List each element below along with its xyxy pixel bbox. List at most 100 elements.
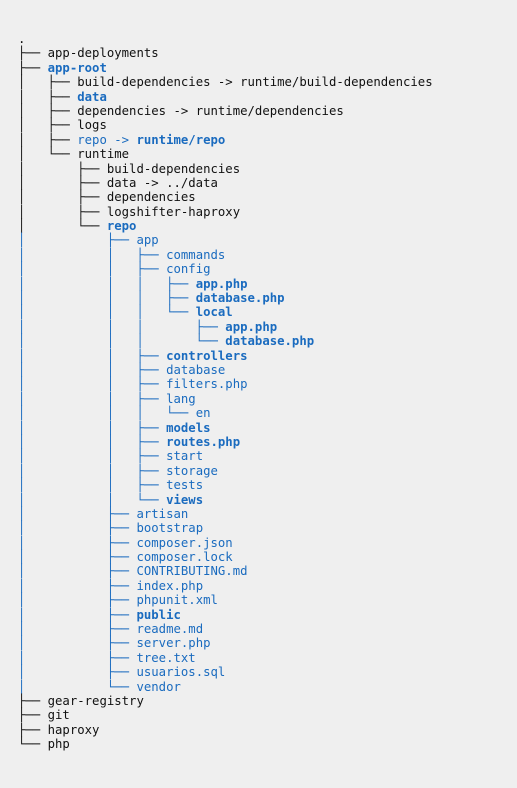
tree-branch-guide: │ │ ├── [18,449,167,464]
tree-entry[interactable]: │ │ │ └── en [18,406,517,420]
tree-entry[interactable]: │ │ │ └── local [18,305,517,319]
tree-entry[interactable]: │ ├── logshifter-haproxy [18,205,517,219]
tree-branch-guide: │ ├── [18,175,107,190]
tree-entry[interactable]: │ │ ├── config [18,262,517,276]
tree-entry[interactable]: │ │ │ ├── app.php [18,277,517,291]
entry-name: usuarios.sql [136,665,226,680]
tree-branch-guide: │ │ ├── [18,463,167,478]
entry-name: git [47,708,70,723]
entry-name: public [136,607,181,622]
tree-entry[interactable]: ├── git [18,708,517,722]
tree-entry[interactable]: │ ├── dependencies [18,190,517,204]
tree-branch-guide: │ ├── [18,132,78,147]
tree-entry[interactable]: │ │ │ ├── app.php [18,320,517,334]
tree-entry[interactable]: │ ├── app [18,233,517,247]
tree-entry[interactable]: │ ├── dependencies -> runtime/dependenci… [18,104,517,118]
entry-name: phpunit.xml [136,593,218,608]
tree-entry[interactable]: │ │ ├── tests [18,478,517,492]
tree-entry[interactable]: ├── gear-registry [18,694,517,708]
tree-entry[interactable]: │ │ ├── start [18,449,517,463]
tree-entry[interactable]: │ ├── bootstrap [18,521,517,535]
tree-entry[interactable]: │ └── vendor [18,680,517,694]
entry-name: views [166,492,204,507]
entry-name: gear-registry [47,693,144,708]
tree-branch-guide: │ ├── [18,506,137,521]
entry-name: routes.php [166,434,241,449]
entry-name: storage [166,463,218,478]
entry-name: CONTRIBUTING.md [136,564,248,579]
entry-name: start [166,449,204,464]
entry-name: dependencies -> runtime/dependencies [77,103,344,118]
tree-branch-guide: │ ├── [18,75,78,90]
tree-entries: ├── app-deployments├── app-root│ ├── bui… [18,46,517,751]
symlink-target: runtime/repo [136,132,226,147]
tree-entry[interactable]: │ └── runtime [18,147,517,161]
tree-branch-guide: │ ├── [18,650,137,665]
tree-branch-guide: │ ├── [18,89,78,104]
tree-entry[interactable]: │ ├── readme.md [18,622,517,636]
entry-name: composer.json [136,535,233,550]
tree-branch-guide: │ ├── [18,636,137,651]
tree-entry[interactable]: │ │ ├── commands [18,248,517,262]
tree-entry[interactable]: │ │ ├── filters.php [18,377,517,391]
tree-entry[interactable]: │ ├── build-dependencies [18,162,517,176]
entry-name: vendor [136,679,181,694]
tree-entry[interactable]: │ ├── logs [18,118,517,132]
tree-entry[interactable]: │ │ └── views [18,493,517,507]
tree-entry[interactable]: │ │ │ ├── database.php [18,291,517,305]
tree-entry[interactable]: │ ├── build-dependencies -> runtime/buil… [18,75,517,89]
entry-name: server.php [136,636,211,651]
tree-branch-guide: │ │ ├── [18,420,167,435]
tree-entry[interactable]: │ ├── CONTRIBUTING.md [18,564,517,578]
tree-entry[interactable]: │ ├── artisan [18,507,517,521]
entry-name: database.php [195,291,285,306]
entry-name: database.php [225,334,315,349]
tree-entry[interactable]: │ ├── repo -> runtime/repo [18,133,517,147]
tree-branch-guide: │ │ ├── [18,348,167,363]
tree-branch-guide: │ │ ├── [18,362,167,377]
tree-branch-guide: │ │ ├── [18,377,167,392]
entry-name: app.php [225,319,278,334]
tree-entry[interactable]: │ ├── data -> ../data [18,176,517,190]
tree-branch-guide: │ │ │ └── [18,406,196,421]
entry-name: commands [166,247,226,262]
tree-entry[interactable]: ├── app-deployments [18,46,517,60]
tree-entry[interactable]: │ ├── tree.txt [18,651,517,665]
entry-name: models [166,420,211,435]
tree-entry[interactable]: │ │ ├── lang [18,392,517,406]
tree-entry[interactable]: │ ├── composer.json [18,536,517,550]
tree-entry[interactable]: ├── app-root [18,61,517,75]
tree-branch-guide: │ ├── [18,190,107,205]
tree-branch-guide: │ ├── [18,593,137,608]
tree-entry[interactable]: │ ├── usuarios.sql [18,665,517,679]
entry-name: controllers [166,348,248,363]
tree-branch-guide: │ ├── [18,622,137,637]
tree-branch-guide: │ └── [18,679,137,694]
tree-entry[interactable]: │ │ │ └── database.php [18,334,517,348]
tree-branch-guide: │ ├── [18,578,137,593]
entry-name: dependencies [106,190,196,205]
tree-entry[interactable]: ├── haproxy [18,723,517,737]
tree-entry[interactable]: │ └── repo [18,219,517,233]
entry-name: config [166,262,211,277]
tree-entry[interactable]: │ ├── phpunit.xml [18,593,517,607]
tree-branch-guide: │ │ │ ├── [18,276,196,291]
tree-entry[interactable]: │ │ ├── storage [18,464,517,478]
tree-branch-guide: │ ├── [18,550,137,565]
entry-name: bootstrap [136,521,204,536]
entry-name: repo [106,219,137,234]
tree-branch-guide: │ │ ├── [18,478,167,493]
entry-name: logshifter-haproxy [106,204,241,219]
tree-entry[interactable]: │ ├── data [18,90,517,104]
entry-name: php [47,737,70,752]
tree-entry[interactable]: │ │ ├── controllers [18,349,517,363]
tree-entry[interactable]: │ ├── index.php [18,579,517,593]
tree-entry[interactable]: │ │ ├── models [18,421,517,435]
tree-entry[interactable]: │ │ ├── routes.php [18,435,517,449]
tree-entry[interactable]: │ │ ├── database [18,363,517,377]
tree-entry[interactable]: │ ├── composer.lock [18,550,517,564]
tree-entry[interactable]: └── php [18,737,517,751]
tree-entry[interactable]: │ ├── server.php [18,636,517,650]
entry-name: en [195,406,211,421]
tree-entry[interactable]: │ ├── public [18,608,517,622]
